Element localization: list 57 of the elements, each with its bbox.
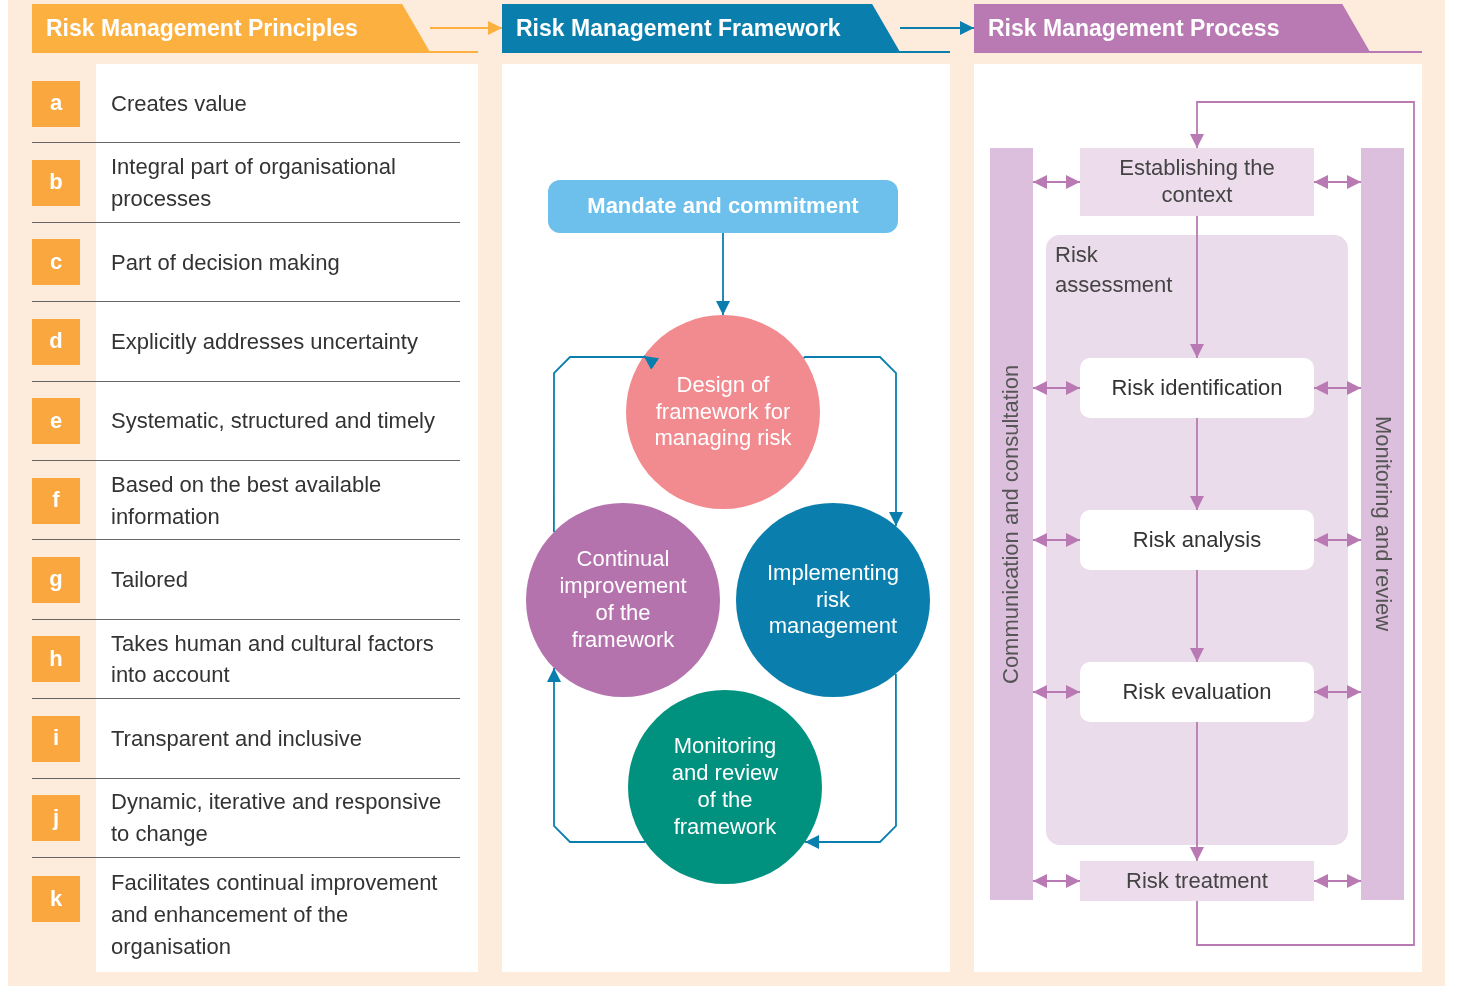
letter-badge: b xyxy=(32,159,80,206)
header-banner: Risk Management Framework xyxy=(502,4,900,52)
letter-badge: i xyxy=(32,715,80,762)
double-arrow xyxy=(1032,381,1081,395)
process-box: Risk treatment xyxy=(1080,861,1314,901)
process-box: Risk analysis xyxy=(1080,510,1314,570)
rounded-box: Mandate and commitment xyxy=(548,180,898,233)
principle-text: Tailored xyxy=(111,566,189,595)
arrow xyxy=(1190,417,1204,511)
arrow xyxy=(1190,721,1204,862)
group-panel xyxy=(1046,235,1348,845)
principle-text: Based on the best available information xyxy=(111,470,383,531)
letter-badge: j xyxy=(32,795,80,842)
double-arrow xyxy=(1313,381,1362,395)
principle-text: Creates value xyxy=(111,89,247,118)
arrow xyxy=(553,355,660,533)
letter-badge: g xyxy=(32,556,80,603)
letter-badge: c xyxy=(32,239,80,286)
arrow xyxy=(802,356,903,527)
double-arrow xyxy=(1032,175,1081,189)
arrow xyxy=(1190,569,1204,663)
vertical-bar: Monitoring and review xyxy=(1361,148,1404,900)
principle-text: Dynamic, iterative and responsive to change xyxy=(111,788,443,849)
arrow xyxy=(804,673,897,849)
principle-text: Takes human and cultural factors into account xyxy=(111,629,435,690)
letter-badge: a xyxy=(32,80,80,127)
double-arrow xyxy=(1313,874,1362,888)
principle-text: Part of decision making xyxy=(111,248,340,277)
arrow xyxy=(1190,101,1415,946)
double-arrow xyxy=(1313,685,1362,699)
arrow xyxy=(1190,215,1204,359)
principle-text: Explicitly addresses uncertainty xyxy=(111,327,418,356)
letter-badge: h xyxy=(32,636,80,683)
process-box: Risk evaluation xyxy=(1080,662,1314,722)
double-arrow xyxy=(1313,533,1362,547)
process-box: Establishing the context xyxy=(1080,148,1314,216)
double-arrow xyxy=(1032,685,1081,699)
group-title: Risk assessment xyxy=(1055,241,1174,299)
letter-badge: k xyxy=(32,876,80,922)
principle-text: Integral part of organisational processes xyxy=(111,153,397,214)
vertical-bar: Communication and consultation xyxy=(990,148,1033,900)
arrow xyxy=(547,667,646,843)
double-arrow xyxy=(1032,874,1081,888)
double-arrow xyxy=(1032,533,1081,547)
arrow xyxy=(716,232,730,316)
letter-badge: e xyxy=(32,398,80,445)
process-box: Risk identification xyxy=(1080,358,1314,418)
header-banner: Risk Management Principles xyxy=(32,4,430,52)
principle-text: Systematic, structured and timely xyxy=(111,407,435,436)
double-arrow xyxy=(1313,175,1362,189)
letter-badge: d xyxy=(32,318,80,365)
principle-text: Facilitates continual improvement and enhancement of the organisation xyxy=(111,869,439,961)
letter-badge: f xyxy=(32,477,80,524)
arrow xyxy=(429,21,503,35)
header-banner: Risk Management Process xyxy=(974,4,1370,52)
arrow xyxy=(899,21,975,35)
principle-text: Transparent and inclusive xyxy=(111,724,363,753)
